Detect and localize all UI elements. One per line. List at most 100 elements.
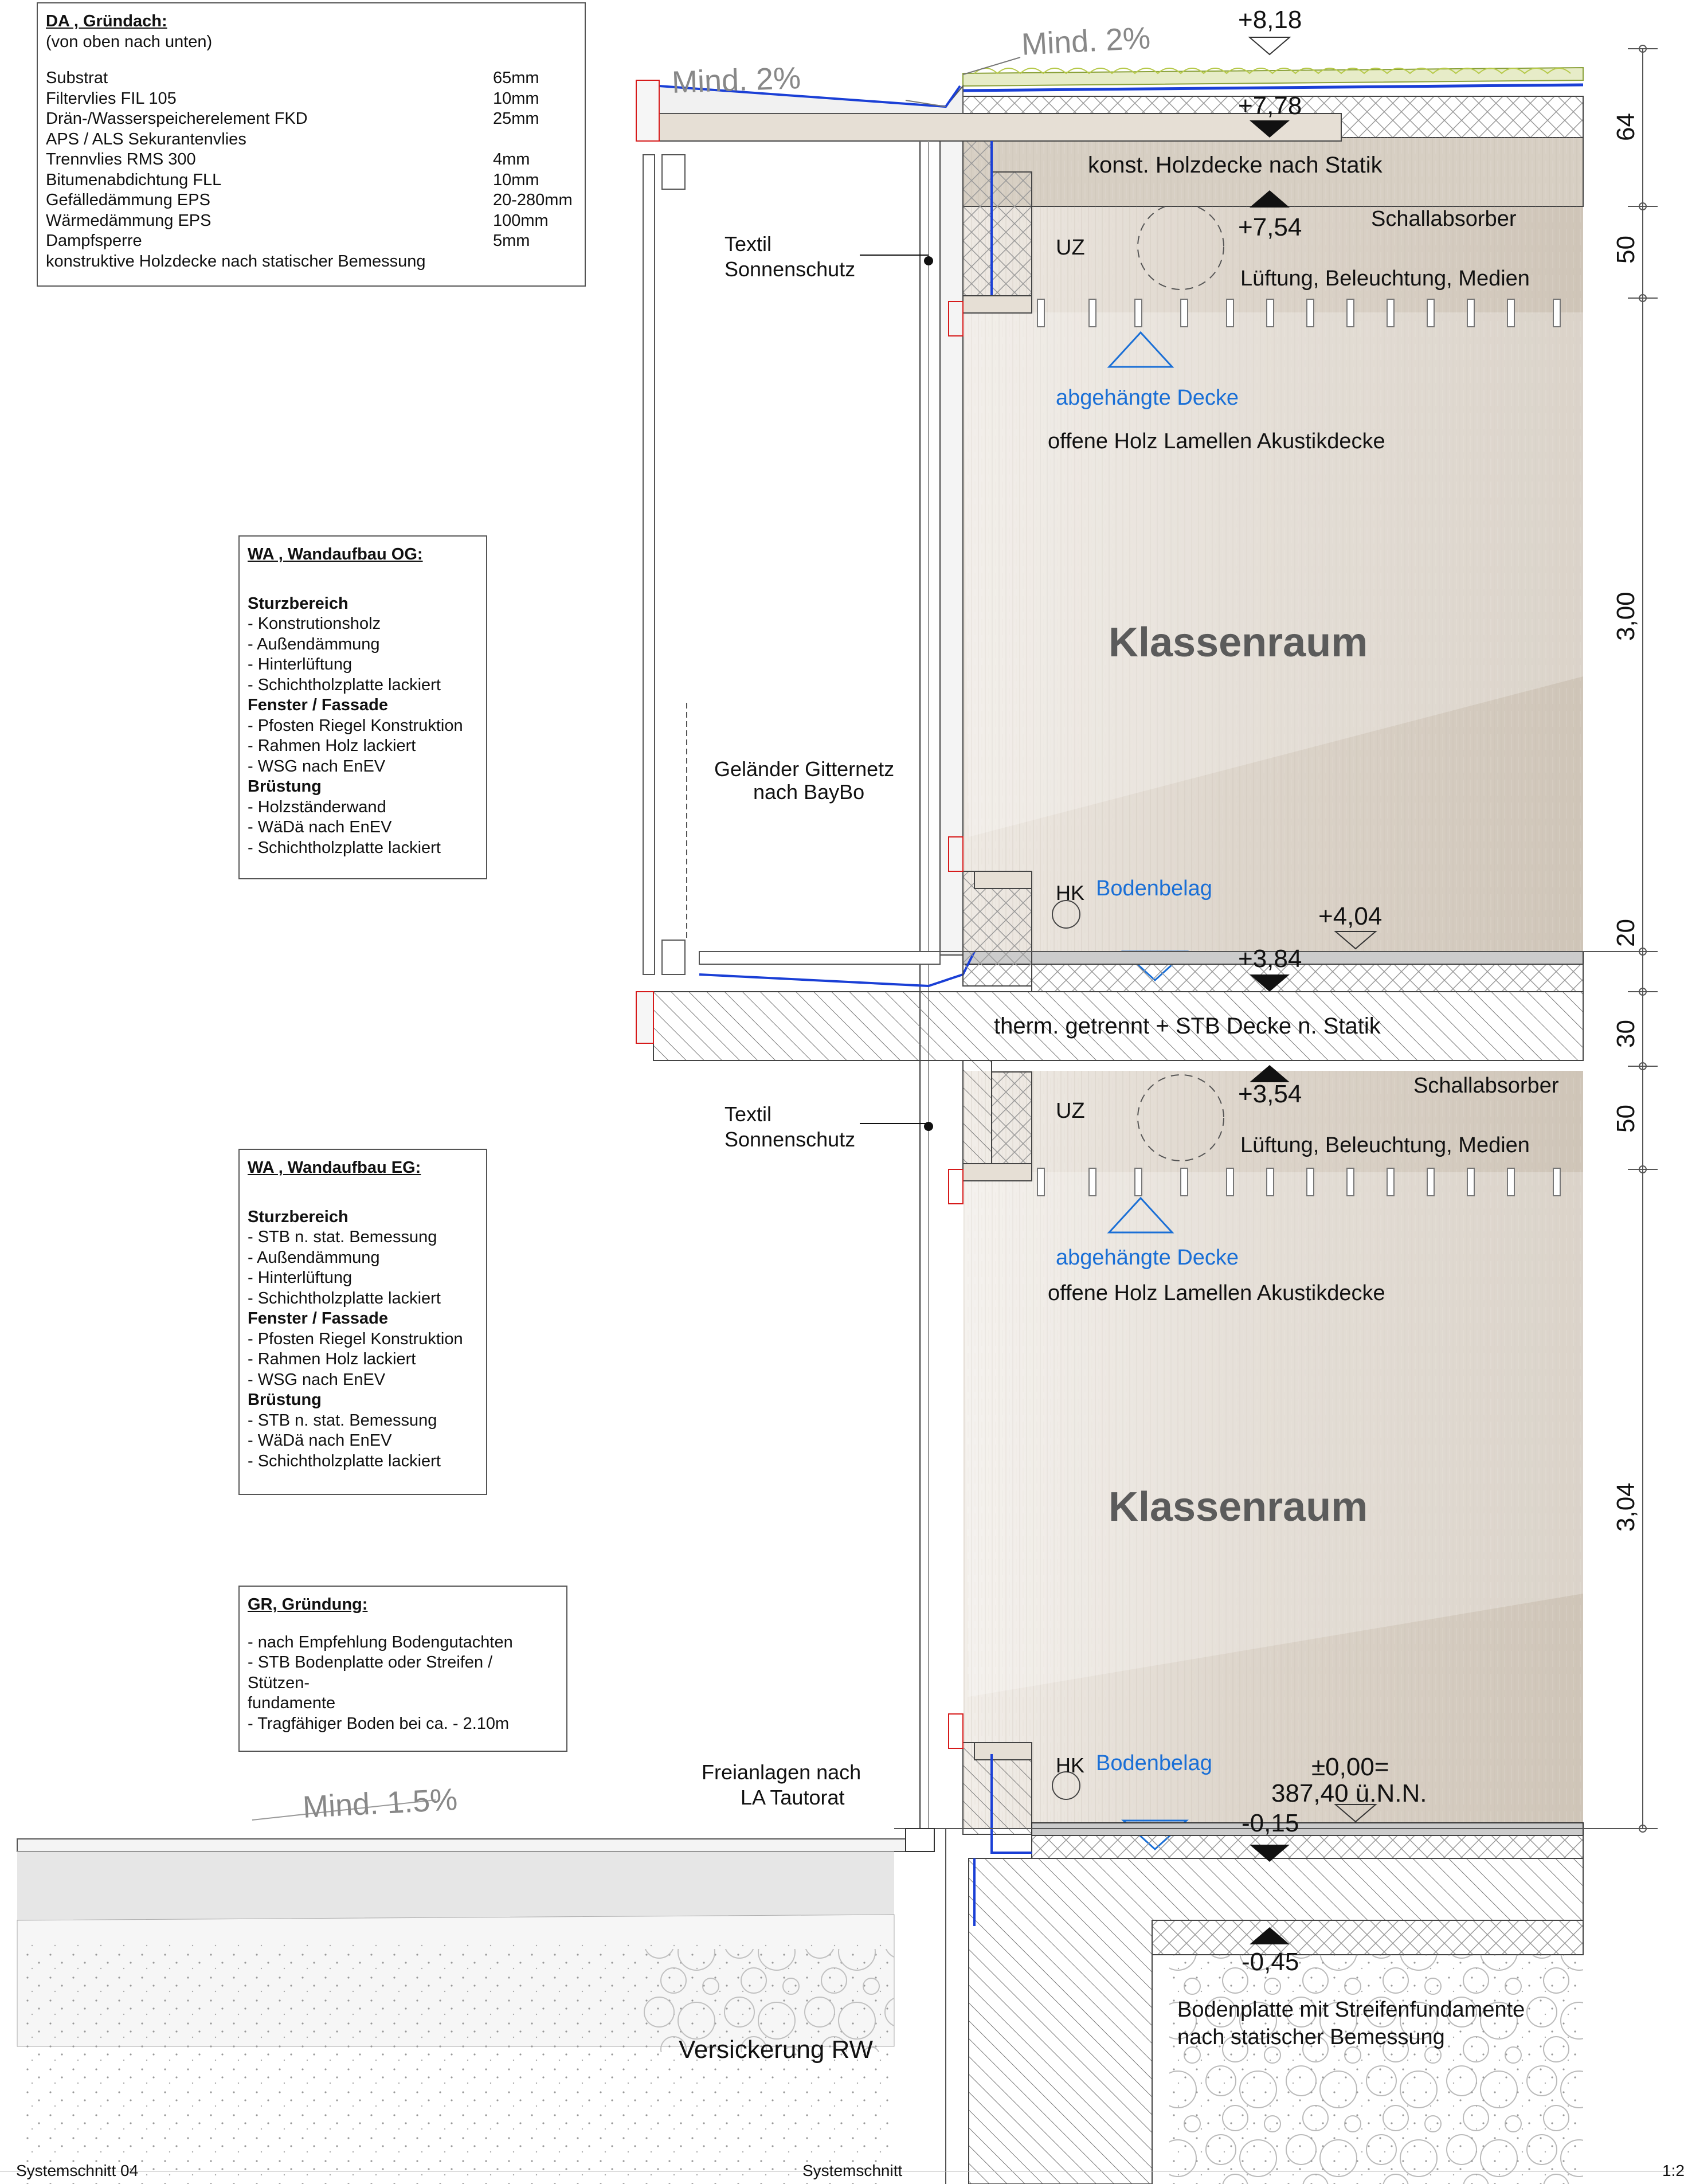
bodenbelag-lower: Bodenbelag bbox=[1096, 1751, 1212, 1775]
layer-row: Trennvlies RMS 300 4mm bbox=[46, 150, 577, 170]
item: - Schichtholzplatte lackiert bbox=[248, 1451, 441, 1470]
item: - Schichtholzplatte lackiert bbox=[248, 838, 441, 857]
item: - WSG nach EnEV bbox=[248, 757, 386, 776]
holzdecke-label: konst. Holzdecke nach Statik bbox=[1088, 152, 1383, 178]
item: - STB n. stat. Bemessung bbox=[248, 1411, 437, 1430]
section-heading: Sturzbereich bbox=[248, 1207, 348, 1226]
freianlagen-1: Freianlagen nach bbox=[702, 1760, 861, 1784]
slope-ground: Mind. 1.5% bbox=[301, 1782, 459, 1825]
layer-value: 10mm bbox=[493, 89, 539, 108]
level-minus-045: -0,45 bbox=[1242, 1948, 1299, 1976]
room-label-eg: Klassenraum bbox=[1109, 1484, 1368, 1530]
uz-lower: UZ bbox=[1056, 1099, 1085, 1123]
layer-value: 10mm bbox=[493, 170, 539, 189]
item: - Außendämmung bbox=[248, 1248, 380, 1267]
layer-name: Trennvlies RMS 300 bbox=[46, 150, 196, 169]
section-heading: Brüstung bbox=[248, 777, 322, 796]
slats-upper bbox=[1037, 299, 1561, 327]
duct-lower bbox=[1137, 1074, 1224, 1161]
layer-name: Dampfsperre bbox=[46, 232, 142, 250]
dim-64: 64 bbox=[1612, 113, 1640, 141]
item: - Hinterlüftung bbox=[248, 1269, 353, 1287]
item: - Tragfähiger Boden bei ca. - 2.10m bbox=[248, 1714, 510, 1733]
section-heading: Sturzbereich bbox=[248, 594, 348, 613]
uz-upper: UZ bbox=[1056, 236, 1085, 260]
wall-og-box: WA , Wandaufbau OG: Sturzbereich - Konst… bbox=[238, 535, 487, 879]
textil-lower-1: Textil bbox=[724, 1102, 772, 1126]
hk-upper: HK bbox=[1056, 881, 1085, 905]
lueftung-upper: Lüftung, Beleuchtung, Medien bbox=[1240, 267, 1530, 291]
textil-lower-2: Sonnenschutz bbox=[724, 1128, 856, 1151]
foundation-box: GR, Gründung: - nach Empfehlung Bodengut… bbox=[238, 1586, 567, 1752]
item: - Rahmen Holz lackiert bbox=[248, 1350, 416, 1368]
item: - WäDä nach EnEV bbox=[248, 1431, 392, 1450]
layer-name: Substrat bbox=[46, 69, 108, 87]
layer-row: Filtervlies FIL 105 10mm bbox=[46, 89, 577, 109]
stb-decke-label: therm. getrennt + STB Decke n. Statik bbox=[994, 1013, 1381, 1039]
item: - Pfosten Riegel Konstruktion bbox=[248, 716, 463, 735]
versickerung-label: Versickerung RW bbox=[679, 2036, 874, 2064]
item: - STB n. stat. Bemessung bbox=[248, 1228, 437, 1246]
item: - STB Bodenplatte oder Streifen / bbox=[248, 1653, 493, 1672]
dim-50-upper: 50 bbox=[1612, 236, 1640, 264]
layer-name: APS / ALS Sekurantenvlies bbox=[46, 130, 246, 148]
section-heading: Brüstung bbox=[248, 1391, 322, 1409]
item: - Hinterlüftung bbox=[248, 655, 353, 674]
room-label-og: Klassenraum bbox=[1109, 620, 1368, 666]
layer-value: 20-280mm bbox=[493, 191, 573, 209]
dim-304: 3,04 bbox=[1612, 1482, 1640, 1532]
footer-left: Systemschnitt 04 bbox=[16, 2162, 139, 2179]
lamellen-upper: offene Holz Lamellen Akustikdecke bbox=[1048, 429, 1385, 453]
dim-20: 20 bbox=[1612, 919, 1640, 947]
layer-name: konstruktive Holzdecke nach statischer B… bbox=[46, 252, 426, 271]
abgehaengt-lower: abgehängte Decke bbox=[1056, 1246, 1239, 1270]
gelaender-1: Geländer Gitternetz bbox=[714, 757, 895, 781]
item: - Schichtholzplatte lackiert bbox=[248, 1289, 441, 1308]
footer-center: Systemschnitt bbox=[802, 2162, 903, 2179]
level-354: +3,54 bbox=[1238, 1080, 1302, 1108]
level-404: +4,04 bbox=[1318, 902, 1383, 930]
layer-name: Gefälledämmung EPS bbox=[46, 191, 210, 209]
level-minus-015: -0,15 bbox=[1242, 1809, 1299, 1837]
footer-right: 1:2 bbox=[1662, 2162, 1684, 2179]
roof-box-subtitle: (von oben nach unten) bbox=[46, 32, 213, 51]
level-markers-open bbox=[1248, 37, 1377, 1823]
lamellen-lower: offene Holz Lamellen Akustikdecke bbox=[1048, 1281, 1385, 1305]
item: - WäDä nach EnEV bbox=[248, 818, 392, 836]
item: - WSG nach EnEV bbox=[248, 1370, 386, 1389]
wall-eg-title: WA , Wandaufbau EG: bbox=[248, 1158, 421, 1177]
dim-50-lower: 50 bbox=[1612, 1105, 1640, 1133]
layer-name: Filtervlies FIL 105 bbox=[46, 89, 177, 108]
duct-upper bbox=[1137, 203, 1224, 290]
level-754: +7,54 bbox=[1238, 213, 1302, 241]
hk-lower: HK bbox=[1056, 1754, 1085, 1777]
layer-value: 5mm bbox=[493, 232, 530, 250]
section-heading: Fenster / Fassade bbox=[248, 1309, 388, 1328]
dim-30: 30 bbox=[1612, 1020, 1640, 1048]
foundation-title: GR, Gründung: bbox=[248, 1595, 368, 1614]
layer-name: Bitumenabdichtung FLL bbox=[46, 170, 222, 189]
item: - Außendämmung bbox=[248, 635, 380, 653]
level-778: +7,78 bbox=[1238, 92, 1302, 120]
item: - Rahmen Holz lackiert bbox=[248, 737, 416, 755]
item: - Holzständerwand bbox=[248, 797, 386, 816]
wall-eg-box: WA , Wandaufbau EG: Sturzbereich - STB n… bbox=[238, 1149, 487, 1495]
layer-row: Gefälledämmung EPS 20-280mm bbox=[46, 190, 577, 211]
schallabsorber-lower: Schallabsorber bbox=[1413, 1074, 1559, 1098]
section-heading: Fenster / Fassade bbox=[248, 696, 388, 714]
lueftung-lower: Lüftung, Beleuchtung, Medien bbox=[1240, 1133, 1530, 1157]
layer-value: 4mm bbox=[493, 150, 530, 169]
item: - Schichtholzplatte lackiert bbox=[248, 675, 441, 694]
layer-row: konstruktive Holzdecke nach statischer B… bbox=[46, 252, 577, 272]
abgehaengt-upper: abgehängte Decke bbox=[1056, 386, 1239, 410]
textil-upper-2: Sonnenschutz bbox=[724, 257, 856, 281]
dim-300: 3,00 bbox=[1612, 592, 1640, 641]
slope-roof-left: Mind. 2% bbox=[671, 61, 802, 100]
level-384: +3,84 bbox=[1238, 945, 1302, 973]
slats-lower bbox=[1037, 1168, 1561, 1196]
roof-build-up-box: DA , Gründach: (von oben nach unten) Sub… bbox=[37, 2, 586, 287]
layer-value: 25mm bbox=[493, 109, 539, 128]
